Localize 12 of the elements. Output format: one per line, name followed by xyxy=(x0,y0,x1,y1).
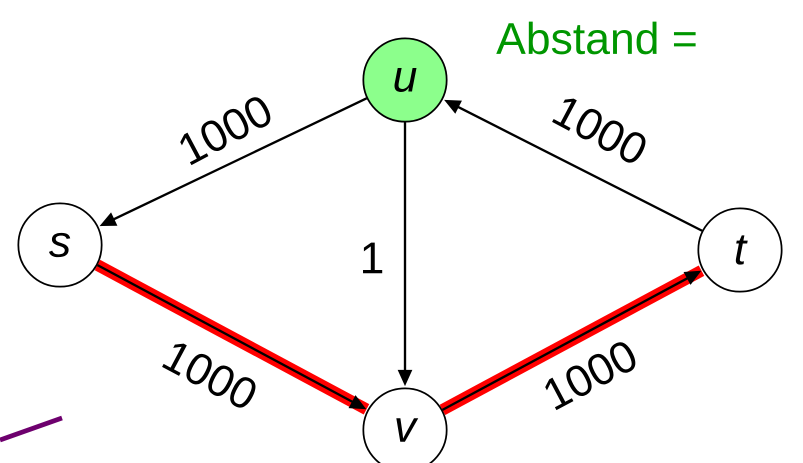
graph-node: s xyxy=(17,202,103,288)
distance-label: Abstand = xyxy=(496,22,696,54)
graph-node: t xyxy=(697,207,783,293)
edge-label: 1000 xyxy=(172,91,278,169)
edge-label: 1000 xyxy=(547,91,653,169)
edge-label: 1000 xyxy=(157,336,263,414)
graph-node: v xyxy=(362,387,448,463)
arrow xyxy=(94,260,370,414)
edge-label: 1 xyxy=(358,242,386,274)
graph-node: u xyxy=(362,37,448,123)
arrow xyxy=(440,266,704,416)
edge-label: 1000 xyxy=(537,336,643,414)
